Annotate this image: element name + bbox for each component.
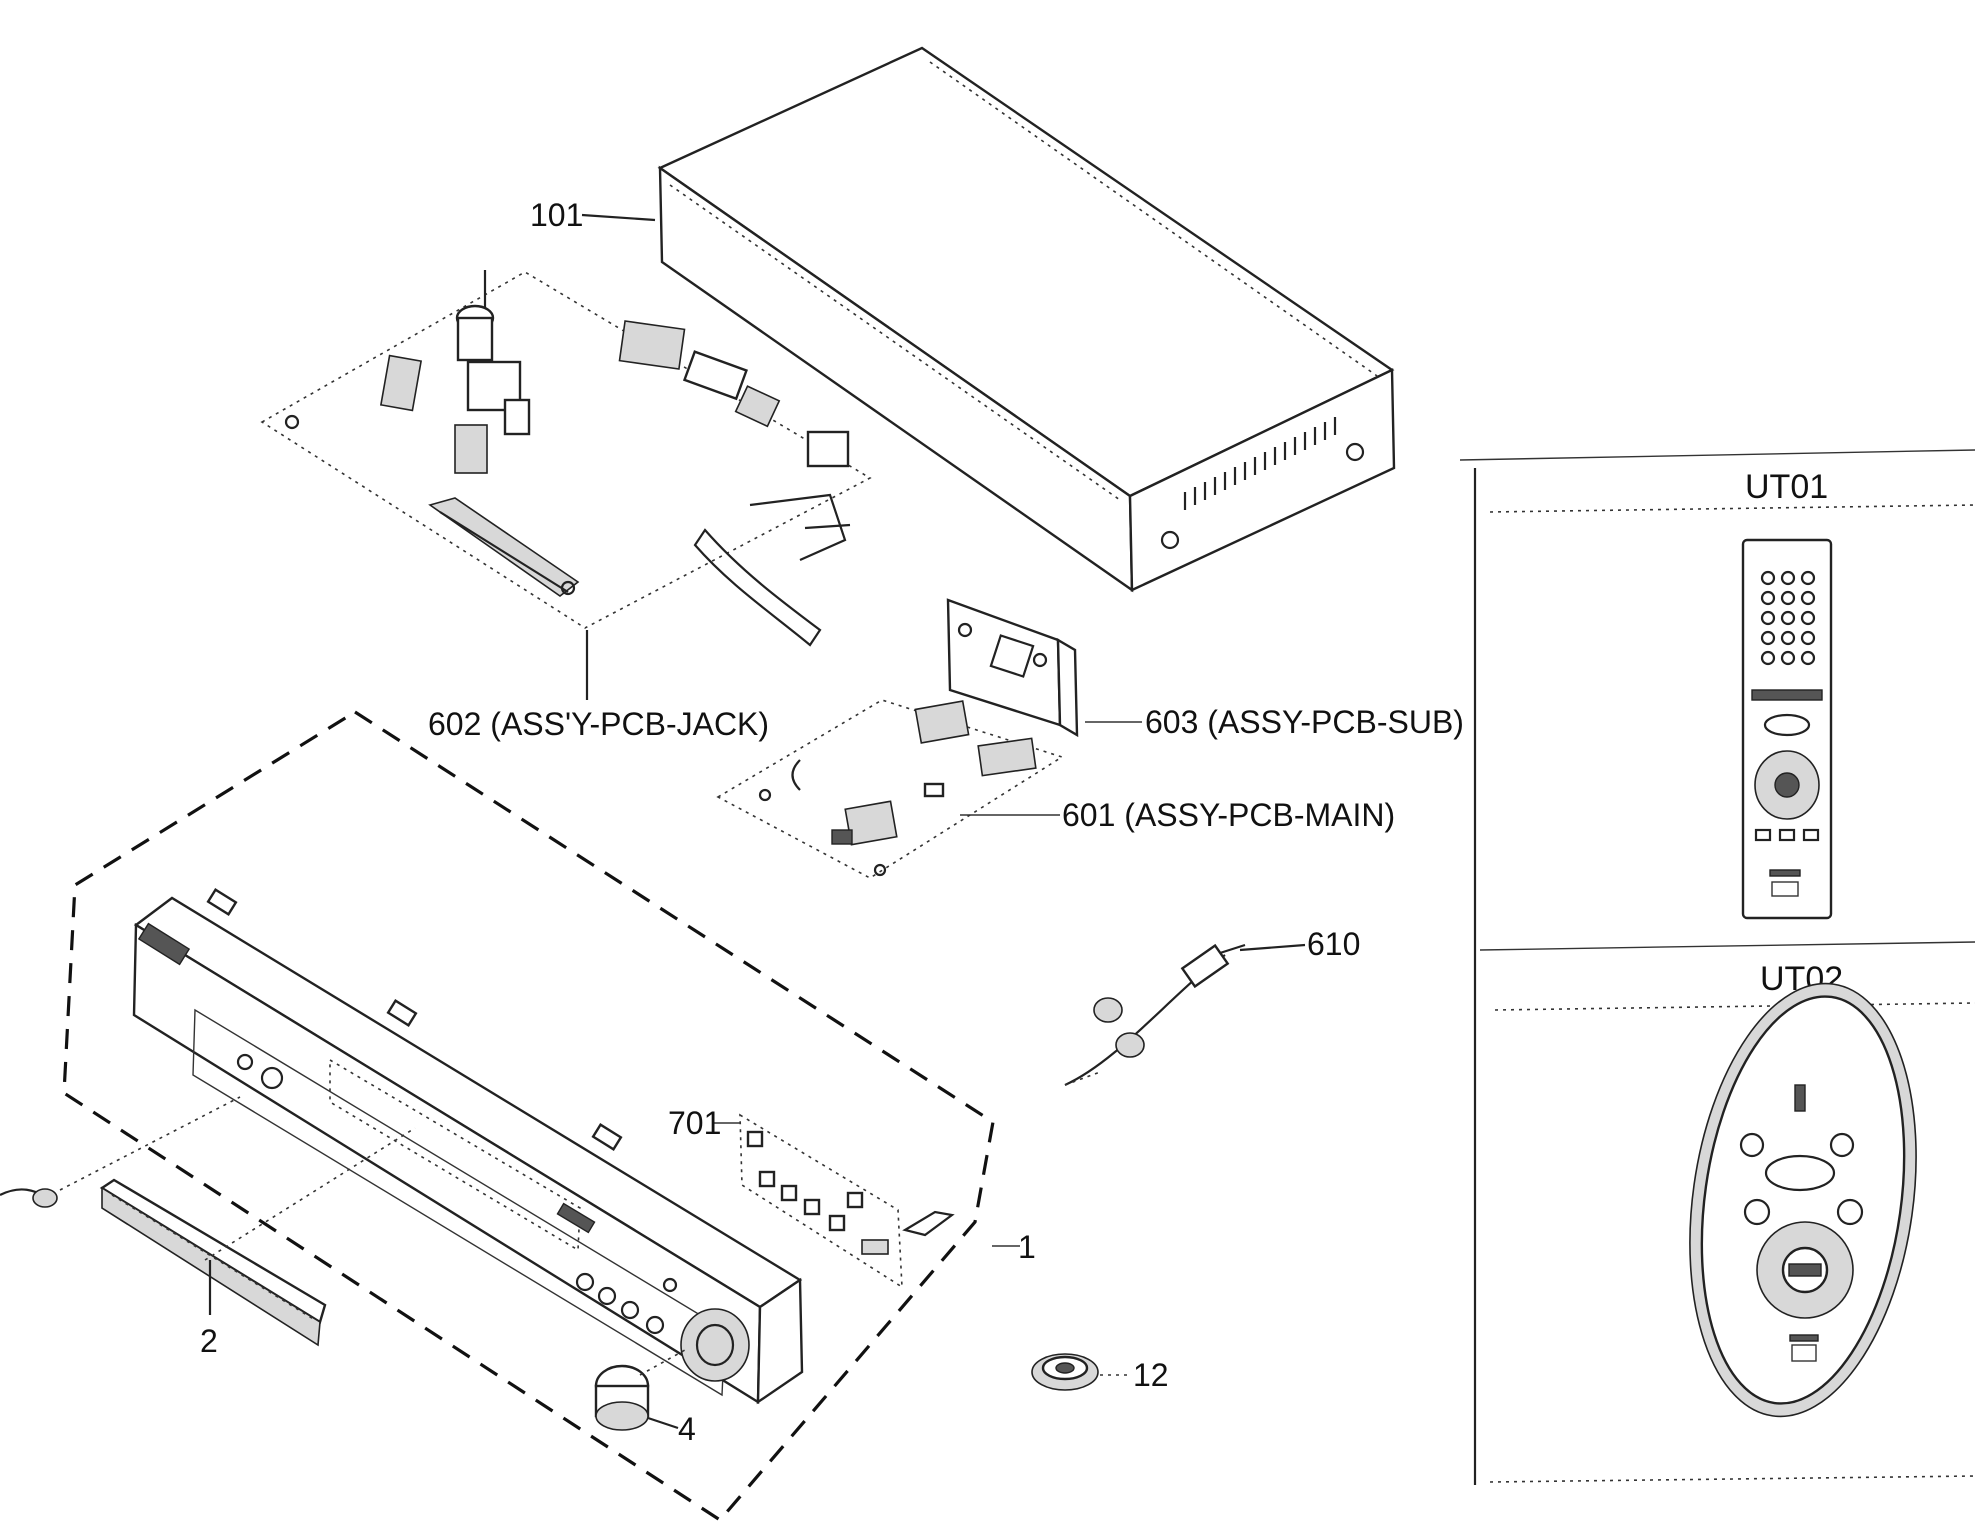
leader-101 bbox=[581, 213, 656, 222]
accessory-title-ut01: UT01 bbox=[1745, 468, 1828, 506]
cover-screw-hole bbox=[1160, 530, 1180, 550]
leader-610 bbox=[1239, 943, 1306, 952]
knob-part bbox=[594, 1364, 650, 1431]
callout-12: 12 bbox=[1133, 1357, 1169, 1393]
remote-buttons-grid bbox=[1760, 570, 1816, 666]
callout-610: 610 bbox=[1307, 926, 1360, 962]
foot-part bbox=[1031, 1353, 1099, 1391]
remote-control-ut02 bbox=[1689, 982, 1917, 1418]
callout-101: 101 bbox=[530, 197, 583, 233]
callout-602: 602 (ASS'Y-PCB-JACK) bbox=[428, 706, 769, 742]
callout-4: 4 bbox=[678, 1411, 696, 1447]
cover-vent-slots bbox=[1183, 417, 1337, 510]
remote-control-ut01 bbox=[1741, 538, 1833, 920]
cable-fragment-part bbox=[0, 1188, 58, 1208]
leader-2-dotted bbox=[204, 1127, 416, 1261]
callout-701: 701 bbox=[668, 1105, 721, 1141]
front-panel-part bbox=[132, 888, 804, 1405]
pcb-sub-part bbox=[946, 598, 1079, 738]
leader-left-part-dotted bbox=[59, 1096, 241, 1191]
cover-screw-hole bbox=[1345, 442, 1365, 462]
leader-4 bbox=[647, 1416, 679, 1430]
callout-603: 603 (ASSY-PCB-SUB) bbox=[1145, 704, 1464, 740]
callout-1: 1 bbox=[1018, 1229, 1036, 1265]
door-bracket-part bbox=[99, 1178, 327, 1347]
leader-4-dotted bbox=[639, 1349, 686, 1376]
top-cover-part bbox=[657, 46, 1396, 593]
callout-2: 2 bbox=[200, 1323, 218, 1359]
callout-601: 601 (ASSY-PCB-MAIN) bbox=[1062, 797, 1395, 833]
pcb-jack-part bbox=[260, 270, 872, 647]
cable-610-part bbox=[1064, 943, 1246, 1087]
pcb-main-part bbox=[716, 699, 1064, 879]
accessories-table bbox=[1459, 449, 1975, 1485]
pcb-front-part bbox=[739, 1113, 955, 1289]
